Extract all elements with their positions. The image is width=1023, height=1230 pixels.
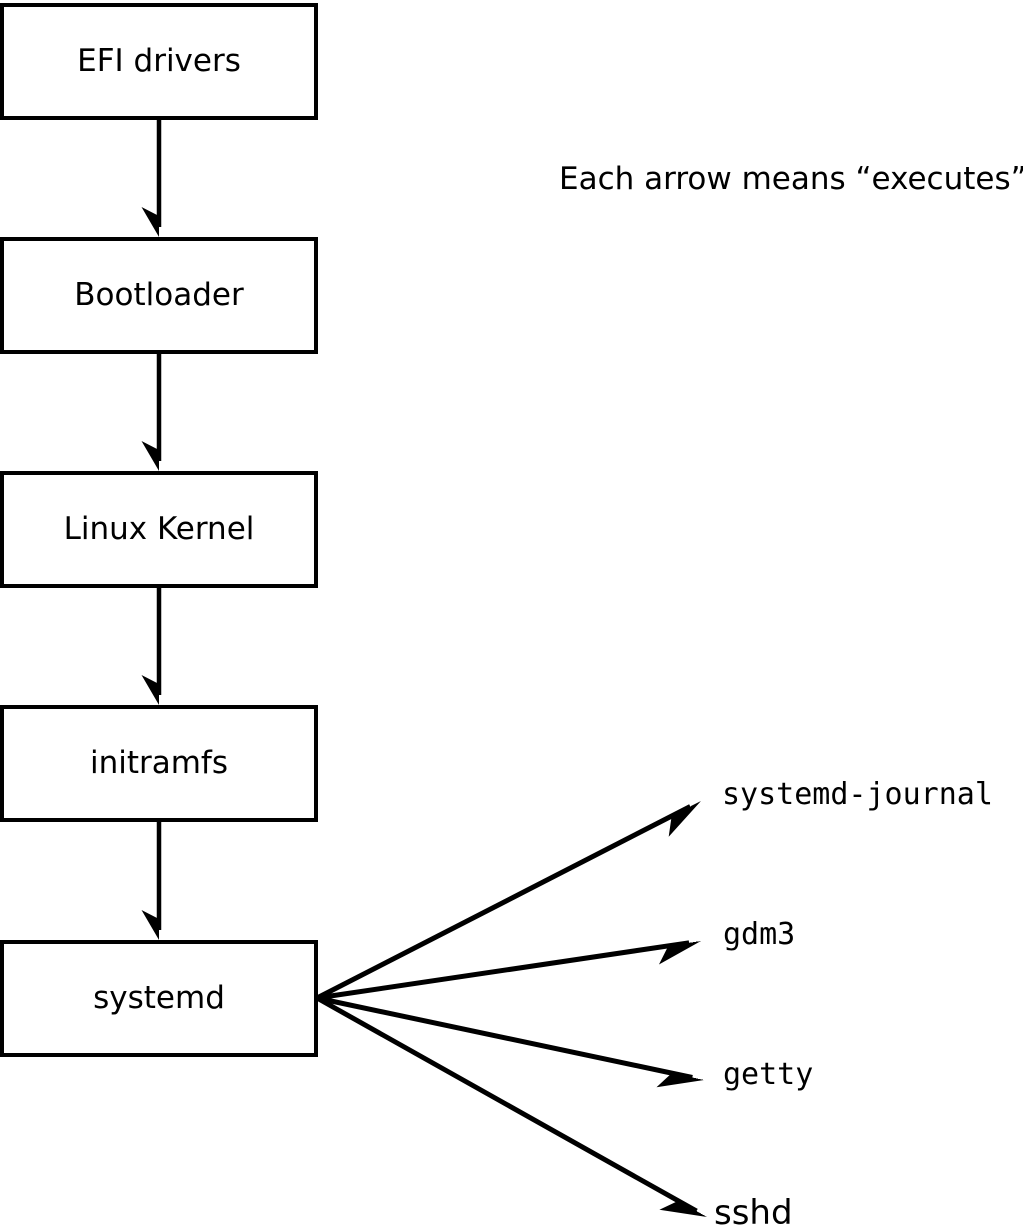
arrow-systemd-to-getty xyxy=(316,995,692,1078)
label-systemd-journal: systemd-journal xyxy=(722,777,993,812)
label-sshd: sshd xyxy=(714,1193,793,1230)
box-linux-kernel-label: Linux Kernel xyxy=(63,511,255,547)
box-efi-drivers-label: EFI drivers xyxy=(77,43,241,79)
label-gdm3: gdm3 xyxy=(723,917,796,952)
label-getty: getty xyxy=(723,1057,814,1092)
box-linux-kernel: Linux Kernel xyxy=(0,471,318,588)
box-efi-drivers: EFI drivers xyxy=(0,3,318,120)
box-initramfs-label: initramfs xyxy=(89,745,229,781)
box-systemd: systemd xyxy=(0,940,318,1057)
box-systemd-label: systemd xyxy=(93,980,225,1016)
box-bootloader-label: Bootloader xyxy=(74,277,244,313)
box-initramfs: initramfs xyxy=(0,705,318,822)
arrow-systemd-to-journal xyxy=(315,807,690,1001)
arrow-systemd-to-gdm3 xyxy=(316,943,689,1001)
box-bootloader: Bootloader xyxy=(0,237,318,354)
note-arrow-meaning: Each arrow means “executes”. xyxy=(559,161,1023,197)
arrow-systemd-to-sshd xyxy=(315,995,697,1211)
